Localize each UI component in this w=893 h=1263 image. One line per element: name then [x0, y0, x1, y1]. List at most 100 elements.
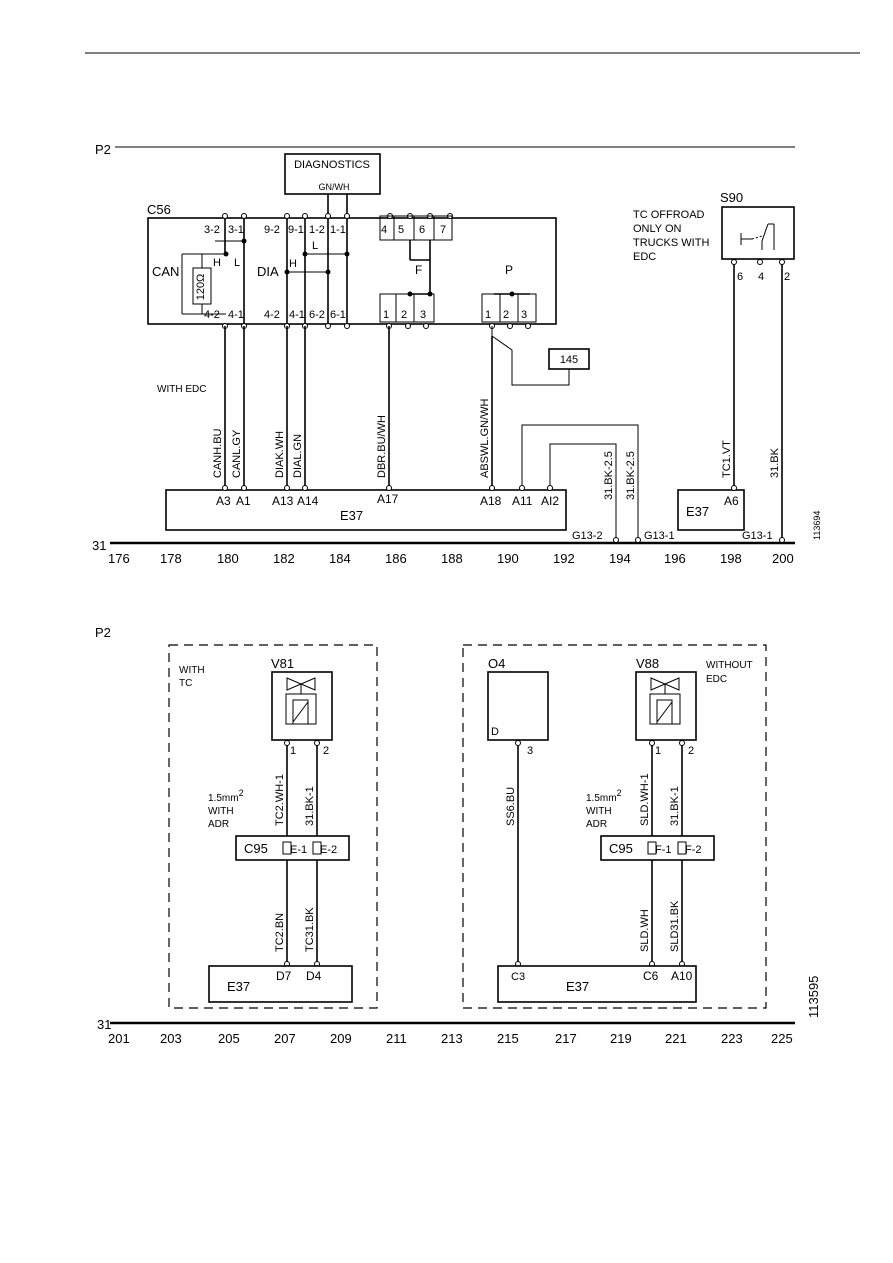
pin-marker	[757, 259, 763, 265]
pin-label: A11	[512, 494, 533, 508]
wire-label: TC31.BK	[304, 907, 316, 952]
adr-note: WITH	[586, 806, 612, 817]
pin-marker	[649, 740, 655, 746]
pin-label: AI2	[541, 494, 559, 508]
valve-shape	[663, 677, 680, 691]
pin-label: 9-1	[288, 224, 304, 236]
solenoid-core	[656, 701, 673, 723]
wire-label: CANH.BU	[212, 428, 224, 478]
pin-label: 3	[521, 309, 527, 321]
c95-left-box	[235, 835, 350, 861]
figure-id: 113595	[806, 976, 821, 1018]
condition-label: WITH	[179, 665, 205, 676]
pin-label: A17	[377, 492, 399, 506]
s90-note: TRUCKS WITH	[633, 237, 709, 249]
pin-label: A1	[236, 494, 251, 508]
pin-marker	[489, 485, 495, 491]
scale-label: 213	[441, 1031, 463, 1046]
wire-label: 31.BK-1	[669, 786, 681, 826]
valve-shape	[286, 677, 303, 691]
junction-dot	[427, 291, 433, 297]
scale-label: 192	[553, 551, 575, 566]
scale-label: 196	[664, 551, 686, 566]
pin-marker	[386, 485, 392, 491]
valve-label: V81	[271, 656, 294, 671]
pin-label: 4-2	[264, 309, 280, 321]
ground-label: G13-1	[644, 530, 675, 542]
scale-label: 180	[217, 551, 239, 566]
valve-v81-box	[271, 671, 333, 741]
e37-main-pins: A3 A1 A13 A14 A17 A18 A11 AI2	[216, 485, 559, 508]
adr-note: ADR	[208, 819, 229, 830]
scale-label: 219	[610, 1031, 632, 1046]
wire-ground-a11	[521, 424, 639, 540]
ref-145-link	[491, 326, 570, 386]
bottom-supply-label: P2	[95, 625, 111, 640]
scale-label: 225	[771, 1031, 793, 1046]
pin-marker	[344, 323, 350, 329]
scale-label: 198	[720, 551, 742, 566]
c56-label: C56	[147, 202, 171, 217]
s90-label: S90	[720, 190, 743, 205]
pin-label: 6	[419, 224, 425, 236]
pin-label: 6	[737, 271, 743, 283]
adr-note-size: 1.5mm	[586, 793, 617, 804]
top-diagram: P2 31 DIAGNOSTICS GN/WH C56 CAN DIA F P	[92, 142, 822, 566]
pin-label: A10	[671, 969, 693, 983]
pin-label: 2	[784, 271, 790, 283]
pin-label: 6-1	[330, 309, 346, 321]
pin-label: 3	[420, 309, 426, 321]
pin-label: D4	[306, 969, 322, 983]
pin-label: 7	[440, 224, 446, 236]
terminal-marker	[282, 841, 292, 855]
terminal-marker	[312, 841, 322, 855]
terminal-label: E-1	[290, 844, 307, 856]
pin-marker	[284, 213, 290, 219]
top-supply-label: P2	[95, 142, 111, 157]
bottom-scale: 201 203 205 207 209 211 213 215 217 219 …	[108, 1031, 793, 1046]
ref-145-label: 145	[560, 354, 578, 366]
pin-label: 3-1	[228, 224, 244, 236]
condition-label: EDC	[706, 674, 727, 685]
e37-left-box	[208, 965, 353, 1003]
pin-marker	[241, 213, 247, 219]
wire-label: DIAK.WH	[274, 431, 286, 478]
scale-label: 205	[218, 1031, 240, 1046]
adr-note-sup: 2	[617, 788, 622, 798]
adr-note-sup: 2	[239, 788, 244, 798]
wire-label: 31.BK-1	[304, 786, 316, 826]
pin-label: 1	[655, 745, 661, 757]
switch-icon	[740, 223, 775, 250]
pin-marker	[325, 213, 331, 219]
without-edc-frame	[462, 644, 767, 1009]
wire-label: TC1.VT	[721, 440, 733, 478]
pin-label: C6	[643, 969, 659, 983]
valve-icon	[649, 677, 681, 725]
scale-label: 200	[772, 551, 794, 566]
adr-note: 1.5mm2	[586, 788, 622, 804]
with-edc-note: WITH EDC	[157, 384, 206, 395]
solenoid-core	[656, 699, 673, 725]
pin-label: A14	[297, 494, 319, 508]
adr-note: ADR	[586, 819, 607, 830]
pin-marker	[525, 323, 531, 329]
pin-label: 3-2	[204, 224, 220, 236]
pin-marker	[731, 259, 737, 265]
pin-label: 1-2	[309, 224, 325, 236]
wire-ground-ai2	[549, 443, 617, 540]
solenoid-core	[292, 701, 309, 723]
e37-small-box	[677, 489, 745, 531]
wire-label: 31.BK-2.5	[625, 451, 637, 500]
bottom-diagram: P2 31 WITH TC V81 1 2 1.5mm2 WITH ADR TC…	[95, 625, 821, 1046]
adr-note-size: 1.5mm	[208, 793, 239, 804]
wire-label: SS6.BU	[505, 787, 517, 826]
c95-right-box	[600, 835, 715, 861]
scale-label: 207	[274, 1031, 296, 1046]
pin-marker	[679, 740, 685, 746]
pin-marker	[222, 213, 228, 219]
e37-right-box	[497, 965, 697, 1003]
wire-label: SLD31.BK	[669, 900, 681, 952]
figure-id: 113694	[812, 511, 822, 540]
s90-box	[721, 206, 795, 260]
